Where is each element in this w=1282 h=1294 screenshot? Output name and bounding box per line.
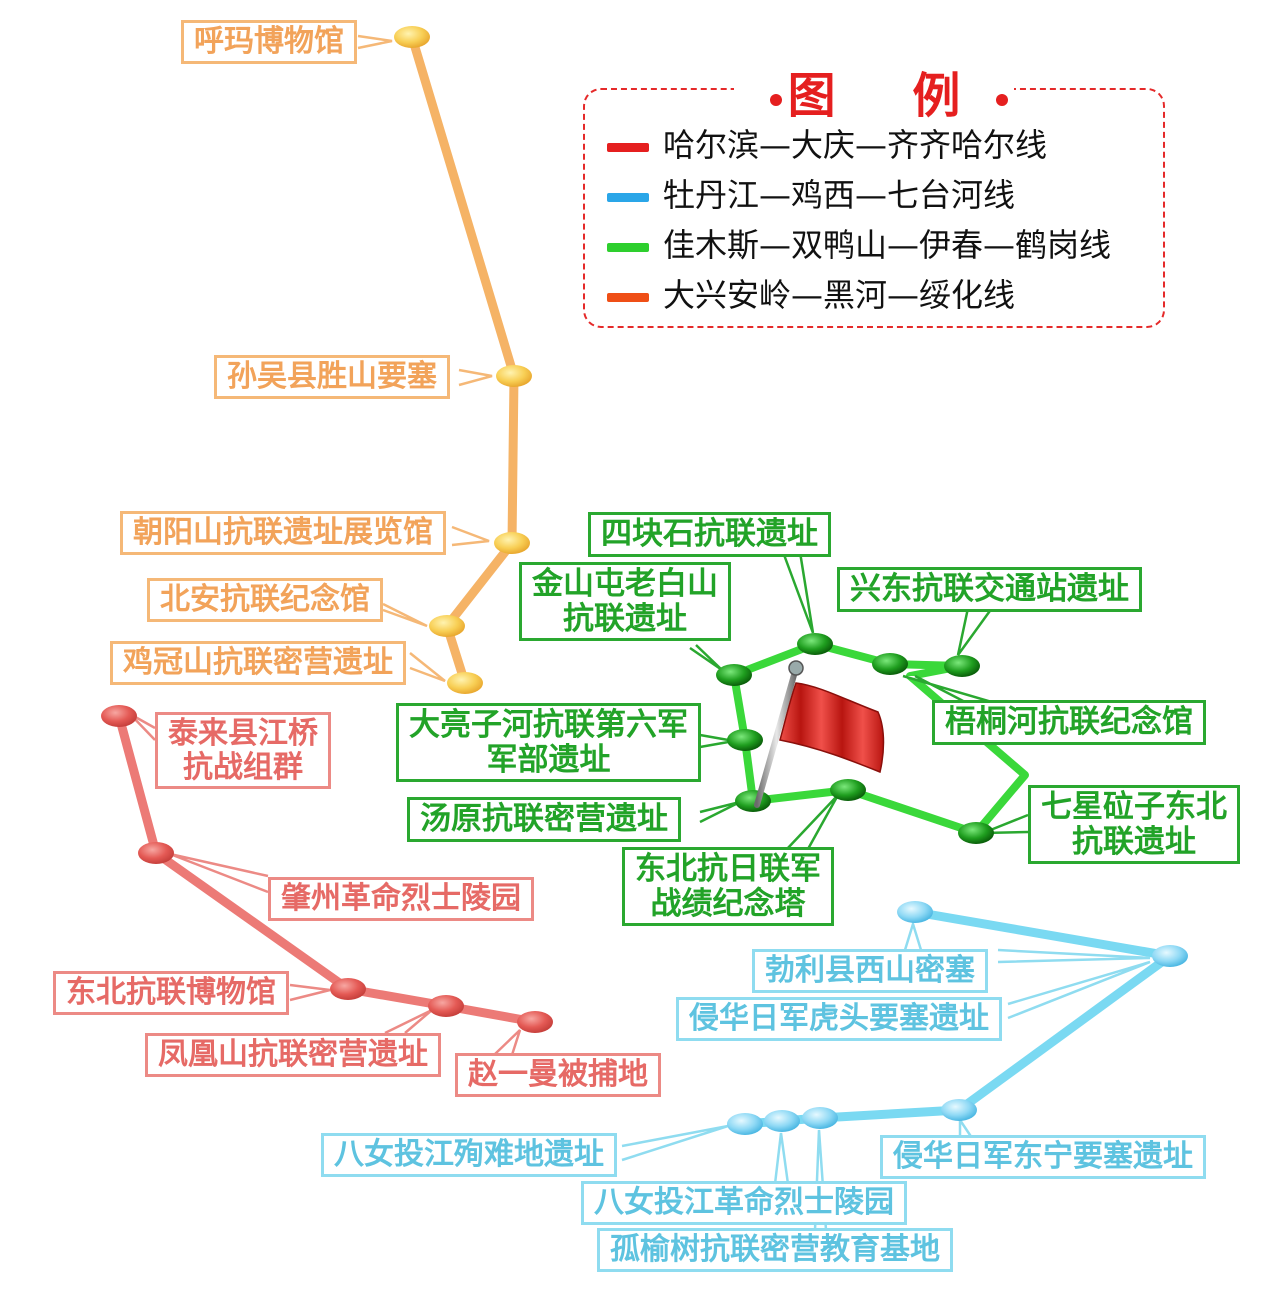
label-xingdong: 兴东抗联交通站遗址 bbox=[837, 567, 1142, 612]
red-route bbox=[101, 705, 553, 1056]
label-tower-line2: 战绩纪念塔 bbox=[650, 885, 806, 922]
label-wutong: 梧桐河抗联纪念馆 bbox=[932, 700, 1206, 745]
node-tailai bbox=[101, 705, 137, 727]
label-qixing: 七星砬子东北 抗联遗址 bbox=[1028, 785, 1240, 865]
legend-label: 大兴安岭—黑河—绥化线 bbox=[663, 276, 1016, 314]
label-dongning: 侵华日军东宁要塞遗址 bbox=[880, 1135, 1206, 1179]
label-tower: 东北抗日联军 战绩纪念塔 bbox=[622, 847, 834, 927]
legend-title-row: 图 例 bbox=[585, 56, 1163, 126]
label-zhaoyiman: 赵一曼被捕地 bbox=[455, 1053, 661, 1097]
label-jiguan: 鸡冠山抗联密营遗址 bbox=[110, 641, 406, 685]
legend-dot-icon bbox=[769, 93, 782, 106]
node-guyushu bbox=[802, 1107, 838, 1129]
legend-title: 图 例 bbox=[787, 68, 991, 124]
legend-label: 哈尔滨—大庆—齐齐哈尔线 bbox=[663, 126, 1048, 164]
label-beian: 北安抗联纪念馆 bbox=[147, 578, 383, 622]
legend-item-jiamusi: 佳木斯—双鸭山—伊春—鹤岗线 bbox=[607, 220, 1111, 266]
legend-item-mudanjiang: 牡丹江—鸡西—七台河线 bbox=[607, 170, 1015, 216]
label-qixing-line2: 抗联遗址 bbox=[1072, 823, 1196, 860]
label-daliangzi-line1: 大亮子河抗联第六军 bbox=[409, 707, 688, 743]
label-daliangzi: 大亮子河抗联第六军 军部遗址 bbox=[396, 703, 701, 783]
legend-label: 佳木斯—双鸭山—伊春—鹤岗线 bbox=[663, 226, 1112, 264]
label-jinshan-line2: 抗联遗址 bbox=[563, 600, 687, 637]
label-shengshan: 孙吴县胜山要塞 bbox=[214, 355, 450, 399]
legend-item-harbin: 哈尔滨—大庆—齐齐哈尔线 bbox=[607, 120, 1047, 166]
node-shengshan bbox=[496, 365, 532, 387]
legend-swatch bbox=[607, 192, 649, 202]
label-tailai-line2: 抗战组群 bbox=[183, 749, 303, 785]
node-banv-site bbox=[727, 1113, 763, 1135]
label-zhaozhou: 肇州革命烈士陵园 bbox=[268, 877, 534, 921]
node-chaoyang bbox=[494, 532, 530, 554]
label-jinshan-line1: 金山屯老白山 bbox=[532, 566, 718, 602]
node-zhaoyiman bbox=[517, 1011, 553, 1033]
node-jiguan bbox=[447, 672, 483, 694]
legend-label: 牡丹江—鸡西—七台河线 bbox=[663, 176, 1016, 214]
legend-item-daxinganling: 大兴安岭—黑河—绥化线 bbox=[607, 270, 1015, 316]
label-museum: 东北抗联博物馆 bbox=[53, 971, 289, 1015]
node-fenghuang bbox=[428, 995, 464, 1017]
legend-dot-icon bbox=[996, 93, 1009, 106]
label-hutou: 侵华日军虎头要塞遗址 bbox=[676, 997, 1002, 1041]
cyan-route bbox=[621, 901, 1188, 1231]
label-guyushu: 孤榆树抗联密营教育基地 bbox=[597, 1228, 953, 1272]
legend-box: 图 例 哈尔滨—大庆—齐齐哈尔线 牡丹江—鸡西—七台河线 佳木斯—双鸭山—伊春—… bbox=[583, 56, 1165, 328]
label-qixing-line1: 七星砬子东北 bbox=[1041, 789, 1227, 825]
node-dongning bbox=[941, 1099, 977, 1121]
node-xingdong bbox=[944, 655, 980, 677]
orange-route bbox=[357, 26, 532, 694]
label-tower-line1: 东北抗日联军 bbox=[635, 851, 821, 887]
node-banv-cemetery bbox=[764, 1110, 800, 1132]
label-hulun: 呼玛博物馆 bbox=[181, 20, 357, 64]
label-sikuai: 四块石抗联遗址 bbox=[588, 512, 831, 557]
label-jinshan: 金山屯老白山 抗联遗址 bbox=[519, 562, 731, 642]
node-sikuai bbox=[797, 633, 833, 655]
label-tangyuan: 汤原抗联密营遗址 bbox=[407, 797, 681, 842]
label-fenghuang: 凤凰山抗联密营遗址 bbox=[145, 1033, 441, 1077]
label-chaoyang: 朝阳山抗联遗址展览馆 bbox=[120, 511, 446, 555]
legend-swatch bbox=[607, 292, 649, 302]
legend-title-wrap: 图 例 bbox=[733, 56, 1015, 126]
node-wutong bbox=[872, 653, 908, 675]
red-flag-icon bbox=[754, 660, 885, 808]
node-qixing bbox=[958, 822, 994, 844]
node-tangyuan bbox=[735, 790, 771, 812]
node-beian bbox=[429, 615, 465, 637]
label-boli: 勃利县西山密塞 bbox=[752, 949, 988, 993]
label-tailai-line1: 泰来县江桥 bbox=[168, 716, 318, 751]
label-banv-cemetery: 八女投江革命烈士陵园 bbox=[581, 1181, 907, 1225]
green-route bbox=[689, 551, 1029, 850]
label-tailai: 泰来县江桥 抗战组群 bbox=[155, 712, 331, 790]
node-daliangzi bbox=[727, 729, 763, 751]
label-banv-site: 八女投江殉难地遗址 bbox=[321, 1133, 617, 1177]
node-tower bbox=[830, 779, 866, 801]
node-boli bbox=[897, 901, 933, 923]
node-jinshan bbox=[716, 664, 752, 686]
node-zhaozhou bbox=[138, 842, 174, 864]
node-hulun bbox=[394, 26, 430, 48]
node-museum bbox=[330, 978, 366, 1000]
label-daliangzi-line2: 军部遗址 bbox=[486, 741, 611, 778]
legend-swatch bbox=[607, 142, 649, 152]
legend-swatch bbox=[607, 242, 649, 252]
node-hutou bbox=[1152, 945, 1188, 967]
